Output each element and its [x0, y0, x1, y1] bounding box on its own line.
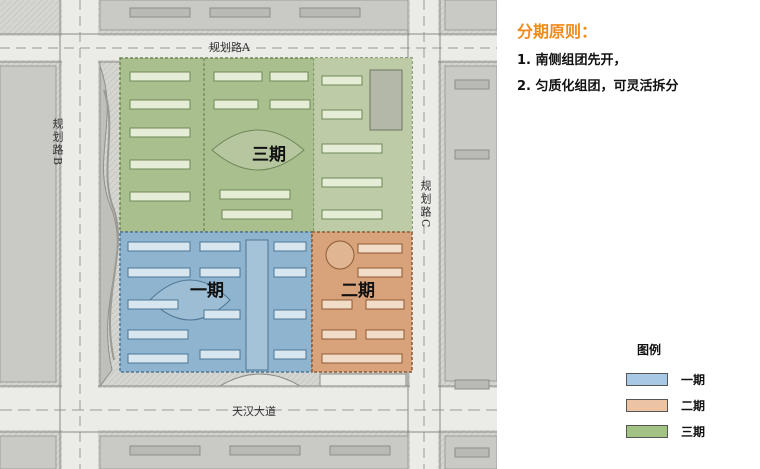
- principle-1: 1. 南侧组团先开，: [517, 53, 627, 68]
- main-road-label: 天汉大道: [232, 405, 276, 418]
- legend-label-phase2: 二期: [681, 398, 706, 413]
- legend-swatch-phase2: [626, 398, 668, 412]
- legend-swatch-phase3: [626, 424, 668, 438]
- legend-item-phase2: 二期: [626, 397, 705, 413]
- road-a-label: 规划路A: [209, 41, 250, 54]
- phase2-buildings: [321, 243, 405, 364]
- legend-title: 图例: [637, 343, 662, 357]
- legend-label-phase3: 三期: [681, 424, 706, 439]
- phase1-label: 一期: [190, 281, 224, 301]
- site-plan-map: 规划路A 规划路B 规划路C 天汉大道 三期 一期 二期: [0, 0, 497, 469]
- principles-title: 分期原则：: [517, 22, 598, 41]
- west-green-belt: [99, 65, 118, 388]
- legend-label-phase1: 一期: [681, 372, 706, 387]
- surrounding-buildings: [129, 7, 490, 458]
- road-b-label: 规划路B: [51, 118, 64, 168]
- south-plaza: [218, 373, 302, 387]
- legend-swatch-phase1: [626, 372, 668, 386]
- principle-2: 2. 匀质化组团，可灵活拆分: [517, 79, 679, 94]
- phase3-label: 三期: [252, 145, 286, 165]
- legend-item-phase1: 一期: [626, 371, 705, 387]
- site-plan-drawing: [0, 0, 497, 469]
- phase2-label: 二期: [341, 281, 375, 301]
- roads: [0, 0, 497, 469]
- road-c-label: 规划路C: [419, 180, 432, 230]
- phase3-buildings: [129, 71, 383, 220]
- phase1-buildings: [127, 241, 307, 364]
- legend-item-phase3: 三期: [626, 423, 705, 439]
